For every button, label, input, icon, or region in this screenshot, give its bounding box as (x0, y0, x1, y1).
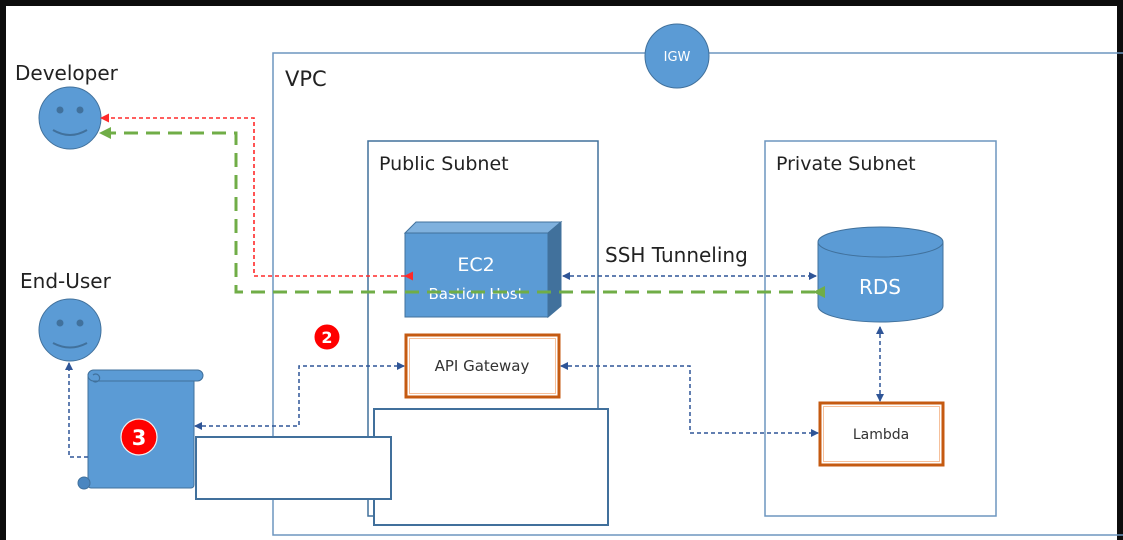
private-subnet-label: Private Subnet (776, 153, 916, 175)
developer-ec2-ssh-connector (100, 113, 413, 281)
api-gateway-lambda-connector (560, 362, 819, 437)
lambda-node: Lambda (818, 401, 945, 467)
private-subnet-container (764, 140, 997, 517)
svg-text:3: 3 (132, 426, 147, 450)
svg-text:2: 2 (321, 328, 332, 347)
public-subnet-label: Public Subnet (379, 153, 509, 175)
api-gateway-node: API Gateway (404, 333, 561, 399)
igw-node: IGW (644, 23, 710, 89)
ssh-tunneling-label: SSH Tunneling (605, 243, 748, 267)
lambda-label: Lambda (853, 427, 909, 443)
overlay-box-small (195, 436, 392, 500)
step-badge-2: 2 (313, 323, 341, 351)
step-badge-3: 3 (120, 418, 158, 456)
developer-rds-tunnel-connector (99, 127, 825, 298)
api-gateway-label: API Gateway (435, 357, 530, 375)
ec2-bastion-host-node: EC2 Bastion Host (403, 220, 563, 319)
overlay-box-large (373, 408, 609, 526)
ec2-subtitle: Bastion Host (429, 285, 524, 303)
scroll-api-gateway-connector (194, 362, 405, 430)
rds-label: RDS (859, 275, 901, 299)
rds-database-icon: RDS (817, 226, 944, 323)
ec2-title: EC2 (457, 254, 494, 276)
developer-label: Developer (15, 61, 119, 85)
developer-smiley-icon (38, 86, 102, 150)
vpc-label: VPC (285, 67, 327, 91)
igw-label: IGW (664, 50, 691, 65)
end-user-smiley-icon (38, 298, 102, 362)
end-user-label: End-User (20, 269, 112, 293)
